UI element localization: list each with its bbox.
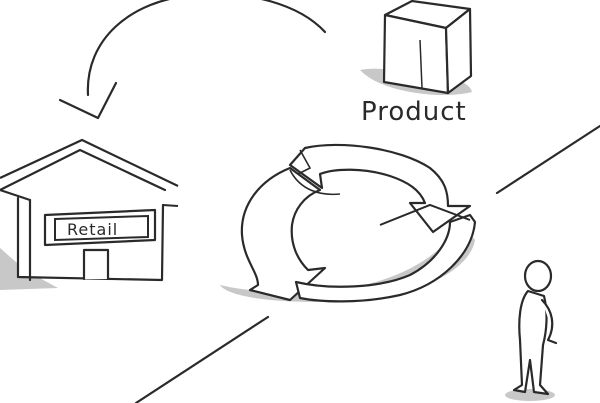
- product-label: Product: [361, 97, 467, 127]
- box-icon: [360, 0, 473, 96]
- road-lines: [134, 124, 600, 403]
- retail-sign: Retail: [54, 214, 149, 242]
- person-icon: [505, 259, 558, 401]
- curved-arrow-icon: [58, 0, 327, 120]
- cycle-arrows-icon: [220, 143, 477, 303]
- retail-label: Retail: [67, 220, 118, 239]
- store-icon: [0, 138, 179, 290]
